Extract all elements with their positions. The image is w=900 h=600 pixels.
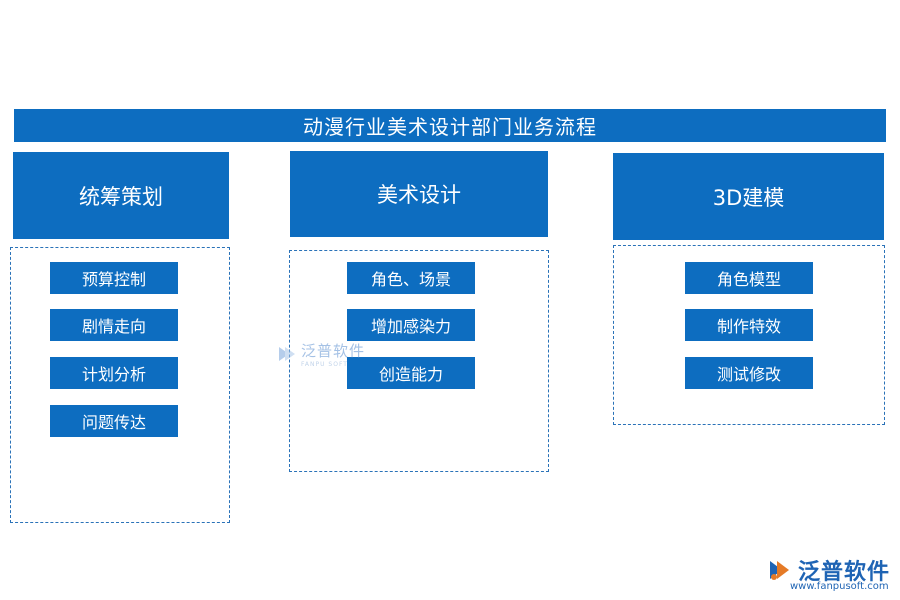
column-heading-planning: 统筹策划 <box>13 152 229 239</box>
item-creativity: 创造能力 <box>347 357 475 389</box>
item-effects: 制作特效 <box>685 309 813 341</box>
column-box-3d-modeling <box>613 245 885 425</box>
brand-logo-icon <box>770 561 789 580</box>
item-issue-communication: 问题传达 <box>50 405 178 437</box>
item-character-model: 角色模型 <box>685 262 813 294</box>
item-testing: 测试修改 <box>685 357 813 389</box>
watermark-subtext: FANPU SOFT <box>301 361 348 368</box>
column-heading-3d-modeling: 3D建模 <box>613 153 884 240</box>
item-budget-control: 预算控制 <box>50 262 178 294</box>
watermark-text: 泛普软件 <box>301 342 366 360</box>
item-plot-direction: 剧情走向 <box>50 309 178 341</box>
brand-logo: 泛普软件 www.fanpusoft.com <box>768 554 891 592</box>
column-box-planning <box>10 247 230 523</box>
brand-logo-url: www.fanpusoft.com <box>790 581 889 592</box>
watermark: 泛普软件 FANPU SOFT <box>276 340 365 368</box>
brand-logo-text: 泛普软件 <box>798 560 891 585</box>
item-plan-analysis: 计划分析 <box>50 357 178 389</box>
column-heading-art-design: 美术设计 <box>290 151 548 237</box>
diagram-title: 动漫行业美术设计部门业务流程 <box>14 109 886 142</box>
item-character-scene: 角色、场景 <box>347 262 475 294</box>
column-box-art-design <box>289 250 549 472</box>
watermark-logo-icon <box>279 347 295 361</box>
item-appeal: 增加感染力 <box>347 309 475 341</box>
